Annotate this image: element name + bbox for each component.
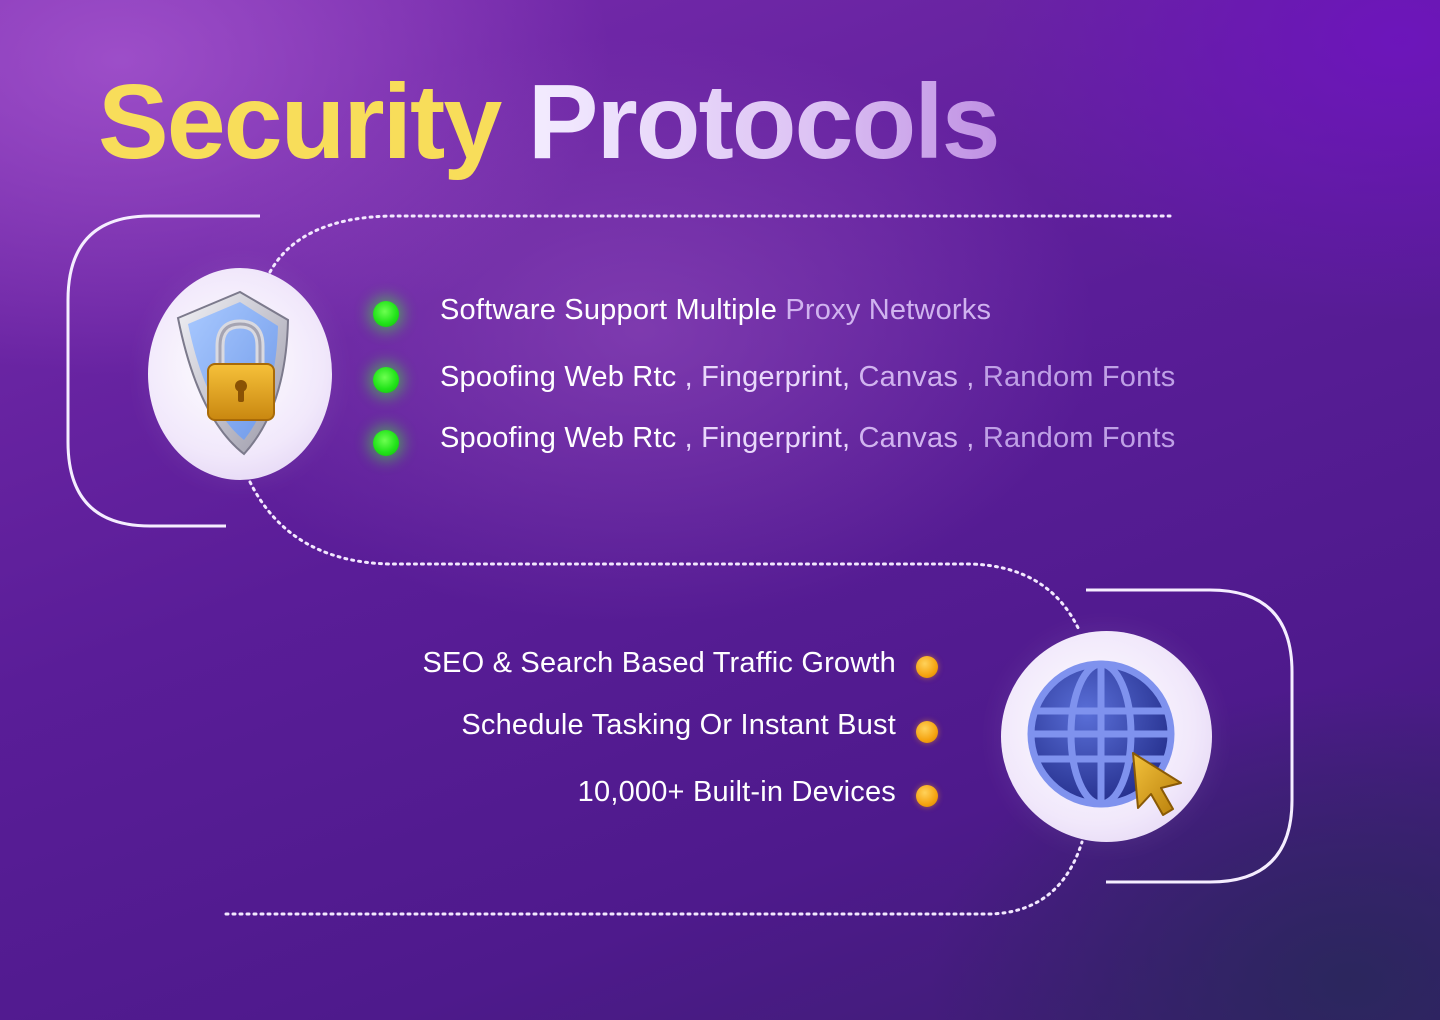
bullet-orange-2: [916, 721, 938, 743]
top-dotted-line: [268, 214, 1172, 274]
feature-text-accent: Random Fonts: [974, 361, 1176, 393]
feature-text: Spoofing Web Rtc: [440, 422, 677, 454]
right-bracket: [1086, 588, 1294, 884]
page-title: Security Protocols: [98, 62, 1001, 184]
bullet-green-1: [373, 301, 399, 327]
globe-cursor-disc: [1001, 631, 1212, 842]
bullet-green-3: [373, 430, 399, 456]
feature-text-accent: , Fingerprint,: [676, 361, 851, 393]
feature-item-devices: 10,000+ Built-in Devices: [578, 776, 896, 809]
bullet-orange-1: [916, 656, 938, 678]
feature-text: 10,000+ Built-in Devices: [577, 776, 896, 808]
shield-lock-disc: [148, 268, 332, 480]
feature-text: Spoofing Web Rtc: [440, 361, 677, 393]
globe-cursor-icon: [1027, 660, 1182, 816]
feature-item-spoofing-1: Spoofing Web Rtc , Fingerprint, Canvas ,…: [440, 361, 1175, 394]
title-word-protocols: Protocols: [527, 63, 1001, 181]
feature-text-accent: , Fingerprint,: [676, 422, 851, 454]
feature-item-seo: SEO & Search Based Traffic Growth: [423, 647, 897, 680]
feature-text-accent: Random Fonts: [974, 422, 1176, 454]
feature-text-accent: Canvas ,: [850, 361, 975, 393]
shield-lock-icon: [176, 290, 290, 456]
bullet-orange-3: [916, 785, 938, 807]
feature-item-schedule: Schedule Tasking Or Instant Bust: [461, 709, 896, 742]
feature-text-accent: Proxy Networks: [777, 294, 992, 326]
left-bracket: [66, 214, 260, 528]
feature-text-accent: Canvas ,: [850, 422, 975, 454]
feature-text: Schedule Tasking Or Instant Bust: [461, 709, 896, 741]
middle-dotted-line: [248, 480, 1082, 634]
feature-text: Software Support Multiple: [440, 294, 778, 326]
feature-text: SEO & Search Based Traffic Growth: [422, 647, 896, 679]
feature-item-proxy-networks: Software Support Multiple Proxy Networks: [440, 294, 991, 327]
title-word-security: Security: [98, 63, 502, 181]
bullet-green-2: [373, 367, 399, 393]
bottom-dotted-line: [224, 840, 1084, 916]
feature-item-spoofing-2: Spoofing Web Rtc , Fingerprint, Canvas ,…: [440, 422, 1175, 455]
